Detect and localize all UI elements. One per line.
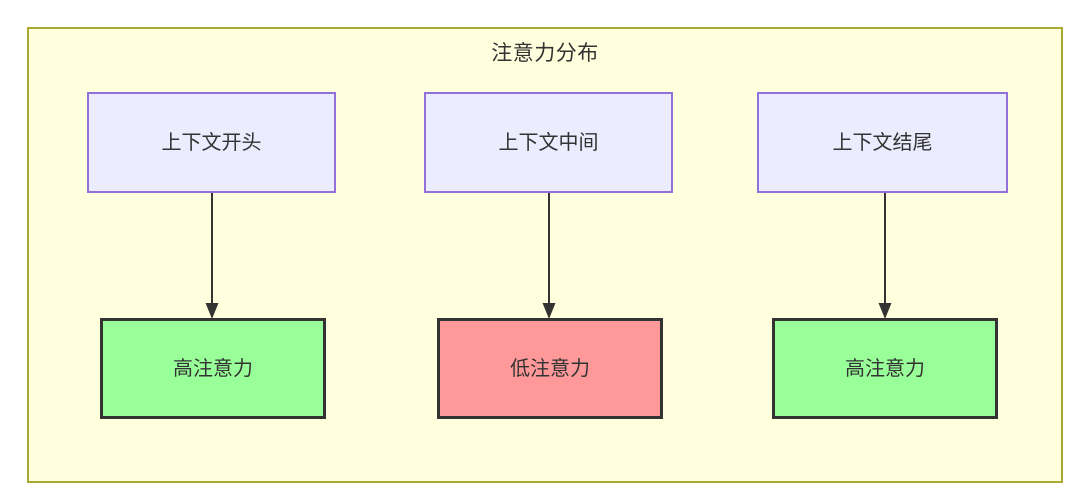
arrow-down-icon (878, 193, 892, 319)
edge-context-end-to-high-attention (877, 193, 893, 319)
edge-context-middle-to-low-attention (541, 193, 557, 319)
arrow-down-icon (542, 193, 556, 319)
node-context-end[interactable]: 上下文结尾 (757, 92, 1008, 193)
node-context-middle[interactable]: 上下文中间 (424, 92, 673, 193)
node-context-start[interactable]: 上下文开头 (87, 92, 336, 193)
node-high-attention-start[interactable]: 高注意力 (100, 318, 326, 419)
diagram-title: 注意力分布 (491, 42, 599, 65)
node-high-attention-end[interactable]: 高注意力 (772, 318, 998, 419)
edge-context-start-to-high-attention (204, 193, 220, 319)
arrow-down-icon (205, 193, 219, 319)
node-low-attention-middle[interactable]: 低注意力 (437, 318, 663, 419)
